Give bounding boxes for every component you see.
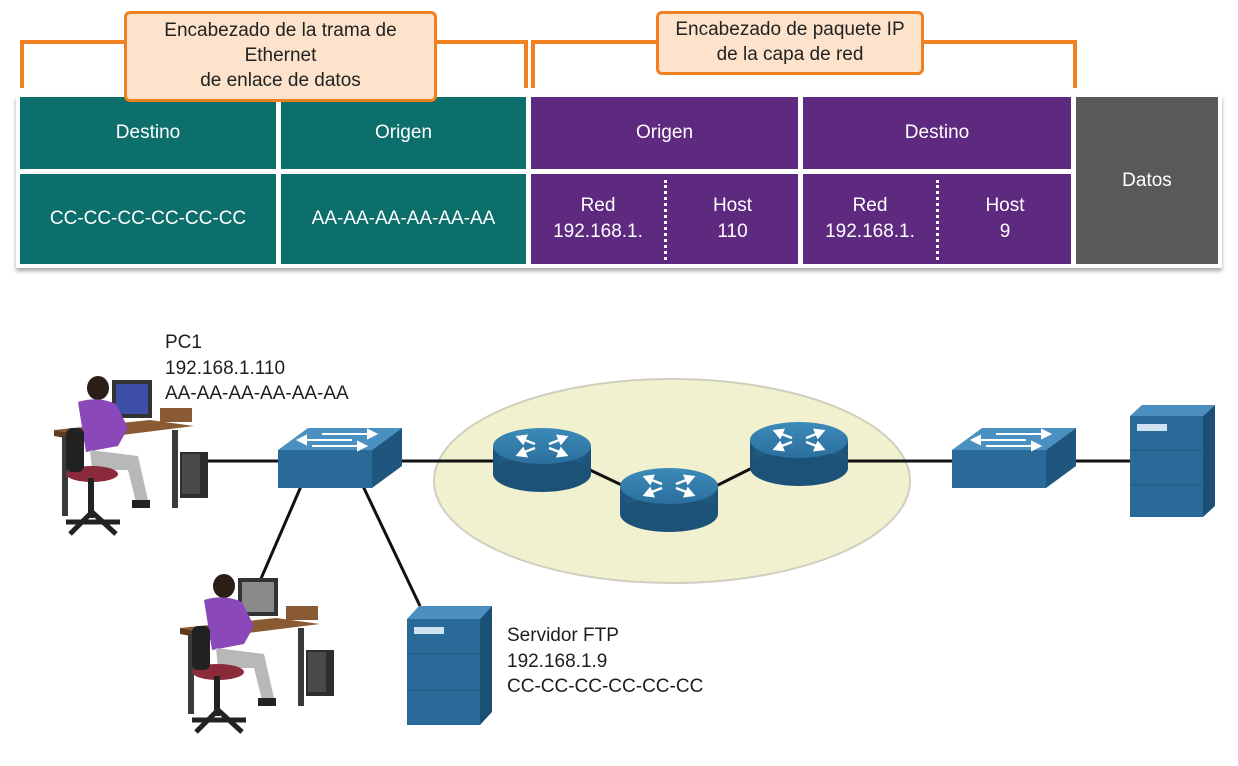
- ip-src-host-value: 110: [717, 221, 748, 242]
- ip-callout-line1: Encabezado de paquete IP: [675, 19, 905, 41]
- pc1-label: PC1 192.168.1.110 AA-AA-AA-AA-AA-AA: [165, 330, 349, 407]
- network-topology: [54, 376, 1215, 734]
- ethernet-callout-line1: Encabezado de la trama de: [164, 20, 397, 42]
- ftp-server-label: Servidor FTP 192.168.1.9 CC-CC-CC-CC-CC-…: [507, 623, 703, 700]
- switch-icon: [278, 428, 402, 488]
- data-field-text: Datos: [1122, 169, 1172, 191]
- ip-dest-network: Red 192.168.1.: [803, 174, 937, 264]
- router-icon: [620, 468, 718, 532]
- server-icon: [1130, 405, 1215, 517]
- switch-icon: [952, 428, 1076, 488]
- ip-src-host-label: Host: [712, 195, 753, 217]
- eth-src-mac-text: AA-AA-AA-AA-AA-AA: [311, 208, 496, 230]
- router-icon: [493, 428, 591, 492]
- eth-src-header-text: Origen: [374, 122, 433, 144]
- ip-dest-host: Host 9: [939, 174, 1071, 264]
- data-field: Datos: [1076, 97, 1218, 264]
- eth-dest-mac: CC-CC-CC-CC-CC-CC: [20, 174, 276, 264]
- ip-dest-network-value: 192.168.1.: [825, 221, 915, 242]
- ip-src-network: Red 192.168.1.: [531, 174, 665, 264]
- ip-src-divider: [664, 180, 667, 260]
- ip-dest-host-label: Host: [985, 195, 1025, 217]
- ftp-server-name: Servidor FTP: [507, 625, 619, 646]
- ip-src-header-text: Origen: [635, 122, 694, 144]
- ftp-server-ip: 192.168.1.9: [507, 650, 608, 672]
- pc1-mac: AA-AA-AA-AA-AA-AA: [165, 383, 349, 405]
- ethernet-header-callout: Encabezado de la trama de Ethernet de en…: [124, 11, 437, 102]
- ip-src-host: Host 110: [667, 174, 798, 264]
- ip-src-network-label: Red: [580, 195, 616, 217]
- ftp-server-mac: CC-CC-CC-CC-CC-CC: [507, 676, 704, 698]
- pc1-ip: 192.168.1.110: [165, 357, 286, 379]
- ip-callout-line2: de la capa de red: [716, 44, 864, 65]
- ip-dest-header-text: Destino: [904, 122, 970, 144]
- eth-dest-header-text: Destino: [115, 122, 181, 144]
- eth-src-mac: AA-AA-AA-AA-AA-AA: [281, 174, 526, 264]
- ip-src-network-value: 192.168.1.: [553, 221, 643, 242]
- pc-user-icon: [54, 376, 208, 536]
- ip-dest-network-label: Red: [852, 195, 888, 217]
- router-icon: [750, 422, 848, 486]
- ip-dest-divider: [936, 180, 939, 260]
- eth-src-header: Origen: [281, 97, 526, 169]
- ip-src-header: Origen: [531, 97, 798, 169]
- pc-user-icon: [180, 574, 334, 734]
- pc1-name: PC1: [165, 332, 202, 353]
- eth-dest-mac-text: CC-CC-CC-CC-CC-CC: [49, 208, 247, 230]
- ip-dest-host-value: 9: [999, 221, 1011, 242]
- ethernet-callout-line3: de enlace de datos: [200, 69, 361, 91]
- ethernet-callout-line2: Ethernet: [244, 45, 317, 67]
- server-icon: [407, 606, 492, 725]
- ip-header-callout: Encabezado de paquete IP de la capa de r…: [656, 11, 924, 75]
- ip-dest-header: Destino: [803, 97, 1071, 169]
- eth-dest-header: Destino: [20, 97, 276, 169]
